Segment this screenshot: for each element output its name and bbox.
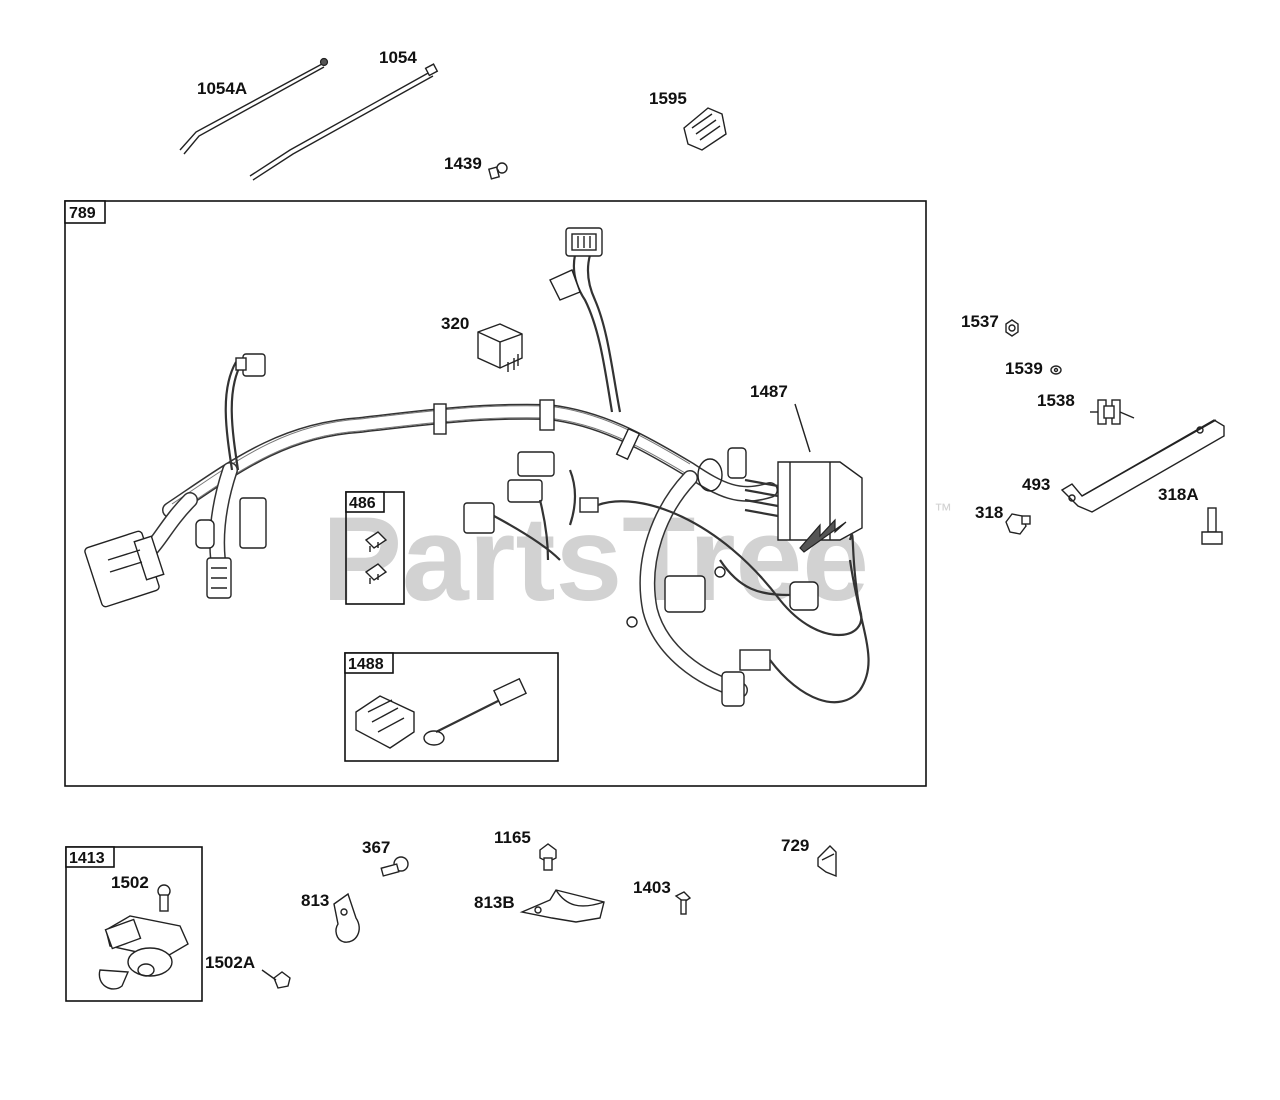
left-upper-plug[interactable] [224, 353, 266, 471]
part-1595-connector[interactable] [683, 107, 727, 151]
label-789: 789 [69, 205, 96, 222]
label-367: 367 [362, 838, 390, 857]
part-493-bracket[interactable] [1060, 419, 1225, 513]
frame-486-tag [345, 491, 385, 513]
label-1538: 1538 [1037, 391, 1075, 410]
part-1439-screw[interactable] [487, 162, 508, 180]
frame-789 [64, 200, 927, 787]
label-1502a: 1502A [205, 953, 255, 972]
label-1054: 1054 [379, 48, 417, 67]
frame-1413-tag [65, 846, 115, 868]
part-1539-washer[interactable] [1050, 365, 1062, 375]
label-1502: 1502 [111, 873, 149, 892]
frame-1488-tag [344, 652, 394, 674]
part-1502-screw[interactable] [157, 884, 171, 912]
part-318a-bolt[interactable] [1201, 507, 1223, 545]
label-729: 729 [781, 836, 809, 855]
label-320: 320 [441, 314, 469, 333]
label-1439: 1439 [444, 154, 482, 173]
part-1538-grommet[interactable] [1090, 399, 1135, 425]
lower-right-cluster[interactable] [626, 559, 870, 707]
leader-1487 [794, 403, 811, 453]
part-1502a-screw[interactable] [261, 969, 291, 989]
label-1539: 1539 [1005, 359, 1043, 378]
label-1403: 1403 [633, 878, 671, 897]
frame-1488 [344, 652, 559, 762]
part-1054a-cable-tie[interactable] [179, 57, 329, 155]
part-729-clip[interactable] [817, 845, 837, 878]
frame-789-tag [64, 200, 106, 224]
part-1403-screw[interactable] [674, 891, 692, 915]
part-813-clip[interactable] [333, 892, 360, 943]
label-318: 318 [975, 503, 1003, 522]
part-1487-relay-box[interactable] [697, 447, 863, 553]
label-493: 493 [1022, 475, 1050, 494]
part-320-relay[interactable] [477, 323, 523, 372]
label-1054a: 1054A [197, 79, 247, 98]
label-1413: 1413 [69, 850, 105, 867]
fuse-top[interactable] [364, 531, 388, 552]
kit-1488-connector[interactable] [355, 695, 415, 749]
label-1595: 1595 [649, 89, 687, 108]
part-813b-clamp[interactable] [519, 889, 605, 923]
label-1487: 1487 [750, 382, 788, 401]
left-main-connector[interactable] [84, 530, 165, 608]
label-813b: 813B [474, 893, 515, 912]
upper-branch-connector[interactable] [549, 227, 622, 413]
label-1165: 1165 [494, 828, 531, 847]
frame-1413 [65, 846, 203, 1002]
label-486: 486 [349, 495, 376, 512]
part-1165-bolt[interactable] [539, 843, 557, 871]
left-lower-connectors[interactable] [195, 497, 267, 599]
label-318a: 318A [1158, 485, 1199, 504]
kit-1488-pigtail[interactable] [423, 677, 527, 746]
trademark-symbol: ™ [934, 500, 952, 520]
part-1413-sensor[interactable] [98, 915, 189, 990]
part-1537-nut[interactable] [1005, 319, 1019, 337]
part-318-bolt[interactable] [1005, 513, 1031, 535]
middle-connectors[interactable] [463, 451, 863, 636]
label-1488: 1488 [348, 656, 384, 673]
fuse-bottom[interactable] [364, 563, 388, 584]
label-1537: 1537 [961, 312, 999, 331]
label-813: 813 [301, 891, 329, 910]
part-367-screw[interactable] [380, 856, 409, 877]
part-1054-cable-tie[interactable] [249, 63, 439, 181]
